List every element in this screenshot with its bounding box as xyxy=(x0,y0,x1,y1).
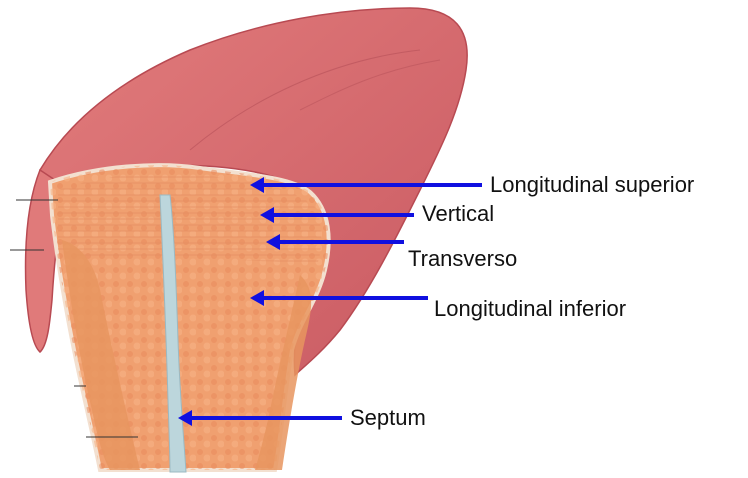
label-septum: Septum xyxy=(350,407,426,429)
label-longitudinal-superior: Longitudinal superior xyxy=(490,174,694,196)
label-longitudinal-inferior: Longitudinal inferior xyxy=(434,298,626,320)
label-vertical: Vertical xyxy=(422,203,494,225)
label-transverso: Transverso xyxy=(408,248,517,270)
